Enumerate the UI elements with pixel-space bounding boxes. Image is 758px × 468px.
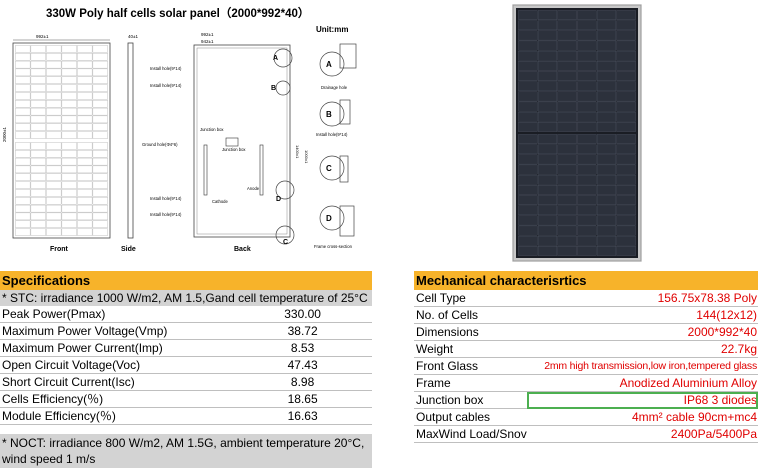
spec-value: 330.00 (231, 306, 372, 323)
noct-note: * NOCT: irradiance 800 W/m2, AM 1.5G, am… (0, 434, 372, 468)
letter-a: A (273, 55, 278, 62)
mech-value: IP68 3 diodes (526, 391, 758, 409)
spec-row: Short Circuit Current(Isc)8.98 (0, 373, 372, 391)
mech-value: 4mm² cable 90cm+mc4 (526, 408, 758, 426)
letter-b: B (271, 85, 276, 92)
spec-label: Cells Efficiency(％) (0, 390, 232, 408)
callout-install-3: Install hole(9*14) (150, 196, 182, 201)
spec-label: Peak Power(Pmax) (0, 306, 232, 323)
dim-back-h2: 1000±1 (304, 150, 309, 164)
svg-text:C: C (326, 164, 332, 173)
dim-back-inner: 942±1 (201, 39, 214, 44)
side-view: 40±1 Side (121, 34, 138, 253)
callout-install-4: Install hole(9*14) (150, 212, 182, 217)
front-label: Front (50, 246, 69, 253)
mech-label: No. of Cells (414, 306, 527, 324)
mech-value: 156.75x78.38 Poly (526, 290, 758, 307)
spec-value: 8.98 (231, 373, 372, 391)
dim-height: 2000±1 (2, 127, 7, 142)
drawing-svg: 330W Poly half cells solar panel（2000*99… (2, 6, 357, 253)
spec-value: 38.72 (231, 322, 372, 340)
spec-label: Module Efficiency(％) (0, 407, 232, 425)
mechanical-title: Mechanical characterisrtics (414, 271, 758, 290)
spec-label: Short Circuit Current(Isc) (0, 373, 232, 391)
svg-text:B: B (326, 110, 332, 119)
unit-label: Unit:mm (316, 25, 348, 34)
stc-note: * STC: irradiance 1000 W/m2, AM 1.5,Gand… (0, 290, 372, 306)
detail-install: Install hole(9*14) (316, 132, 348, 137)
callout-install-2: Install hole(9*14) (150, 83, 182, 88)
mech-label: Weight (414, 340, 527, 358)
callout-jbox-2: Junction box (222, 147, 246, 152)
svg-text:D: D (326, 214, 332, 223)
mech-value: Anodized Aluminium Alloy (526, 374, 758, 392)
letter-c: C (283, 239, 288, 246)
drawing-title: 330W Poly half cells solar panel（2000*99… (46, 6, 309, 20)
letter-d: D (276, 196, 281, 203)
panel-photo (512, 4, 642, 262)
back-label: Back (234, 246, 251, 253)
detail-frame: Frame cross-section (314, 244, 353, 249)
spec-row: Module Efficiency(％)16.63 (0, 407, 372, 425)
spec-row: Maximum Power Voltage(Vmp)38.72 (0, 322, 372, 340)
mech-value: 2000*992*40 (526, 323, 758, 341)
mech-label: Frame (414, 374, 527, 392)
dim-width-top: 992±1 (36, 34, 49, 39)
spec-value: 47.43 (231, 356, 372, 374)
specifications-table: Specifications * STC: irradiance 1000 W/… (0, 271, 372, 425)
mech-value: 22.7kg (526, 340, 758, 358)
callout-anode: Anode (247, 186, 260, 191)
panel-photo-svg (512, 4, 642, 262)
front-cell-grid (15, 45, 108, 236)
spec-label: Maximum Power Current(Imp) (0, 339, 232, 357)
specifications-title: Specifications (0, 271, 372, 290)
spec-row: Cells Efficiency(％)18.65 (0, 390, 372, 408)
mech-label: Junction box (414, 391, 527, 409)
mech-label: Output cables (414, 408, 527, 426)
callout-jbox-1: Junction box (200, 127, 224, 132)
spec-value: 18.65 (231, 390, 372, 408)
spec-row: Peak Power(Pmax)330.00 (0, 306, 372, 323)
mech-value: 144(12x12) (526, 306, 758, 324)
front-view: 992±1 2000±1 Front (2, 34, 111, 253)
dim-side: 40±1 (128, 34, 138, 39)
svg-text:A: A (326, 60, 332, 69)
mech-value: 2mm high transmission,low iron,tempered … (526, 357, 758, 375)
photo-cell-grid (518, 10, 636, 256)
mech-label: MaxWind Load/Snov (414, 425, 527, 443)
spec-label: Open Circuit Voltage(Voc) (0, 356, 232, 374)
mech-label: Dimensions (414, 323, 527, 341)
spec-value: 8.53 (231, 339, 372, 357)
technical-drawing: 330W Poly half cells solar panel（2000*99… (0, 0, 510, 262)
detail-views: A Drainage hole B Install hole(9*14) C D… (314, 43, 357, 249)
detail-drainage: Drainage hole (321, 85, 348, 90)
callout-cathode: Cathode (212, 199, 229, 204)
back-view: 992±1 942±1 Install hole(9*14) Install h… (142, 32, 309, 253)
callout-install-1: Install hole(9*14) (150, 66, 182, 71)
spec-label: Maximum Power Voltage(Vmp) (0, 322, 232, 340)
callout-ground: Ground hole(Φ4*6) (142, 142, 178, 147)
mech-label: Front Glass (414, 357, 527, 375)
mech-label: Cell Type (414, 290, 527, 307)
dim-back-outer: 992±1 (201, 32, 214, 37)
mech-value: 2400Pa/5400Pa (526, 425, 758, 443)
spec-row: Maximum Power Current(Imp)8.53 (0, 339, 372, 357)
side-label: Side (121, 246, 136, 253)
dim-back-h1: 1400±1 (295, 145, 300, 159)
spec-value: 16.63 (231, 407, 372, 425)
spec-row: Open Circuit Voltage(Voc)47.43 (0, 356, 372, 374)
